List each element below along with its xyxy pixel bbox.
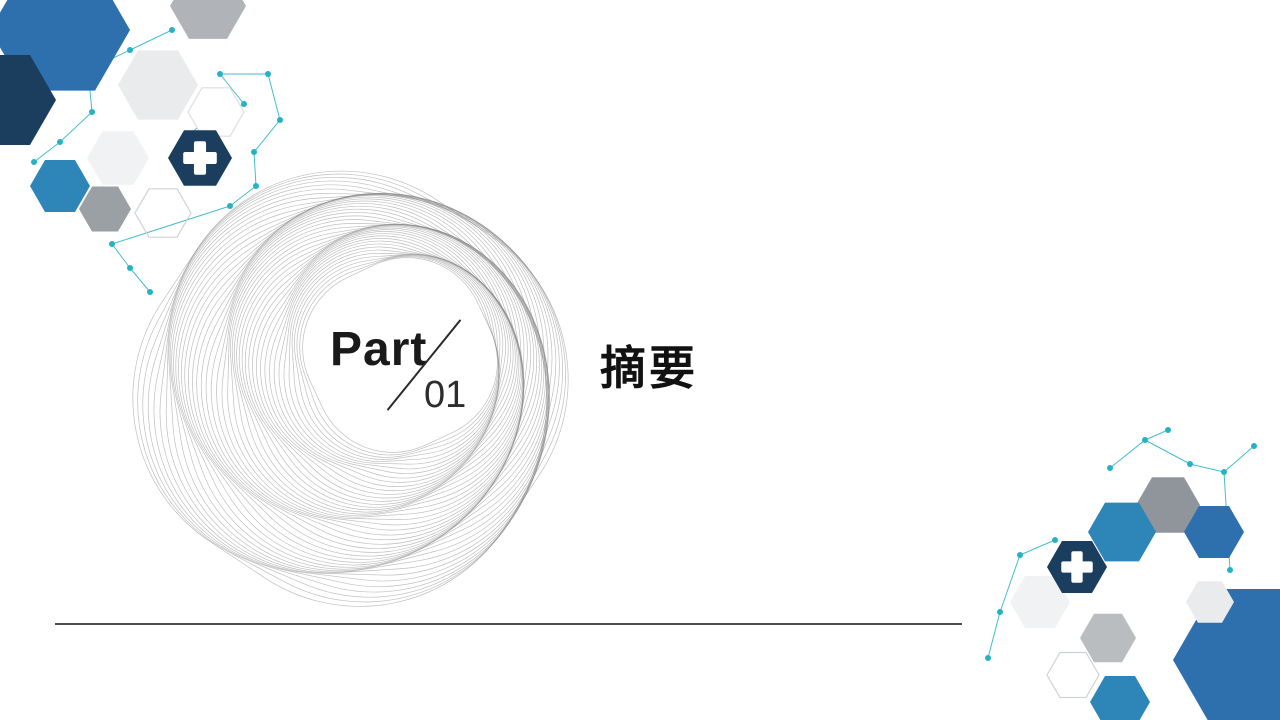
part-number: 01 xyxy=(424,374,467,416)
bottom-divider xyxy=(55,623,962,625)
section-title: 摘要 xyxy=(600,342,698,394)
part-label: Part xyxy=(330,323,428,376)
